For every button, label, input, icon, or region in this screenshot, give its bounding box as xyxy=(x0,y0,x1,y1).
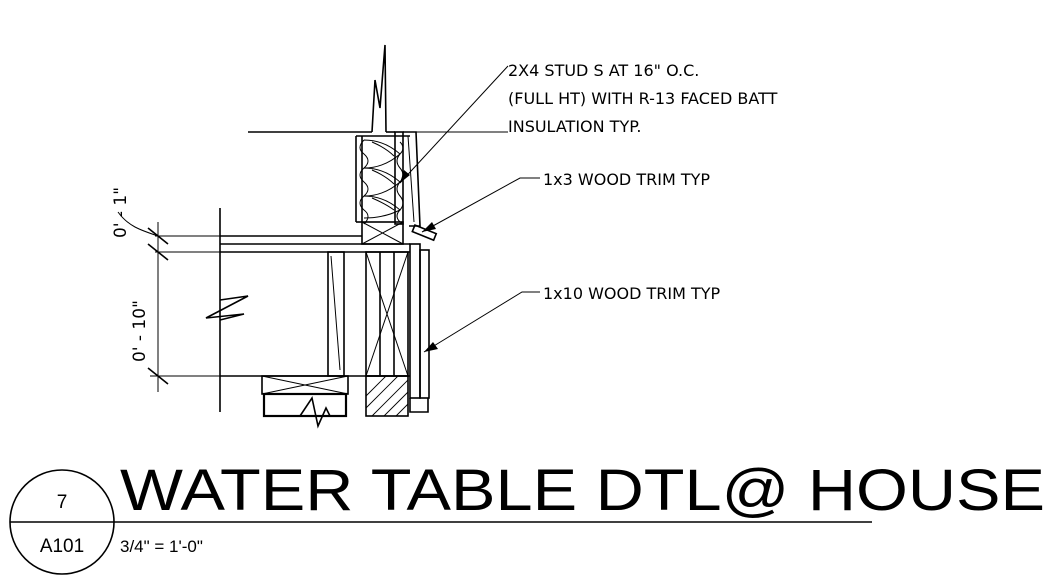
dimension-leader xyxy=(117,211,159,237)
1x3-trim-note: 1x3 WOOD TRIM TYP xyxy=(543,170,710,189)
title-block: 7 A101 WATER TABLE DTL@ HOUSE 3/4" = 1'-… xyxy=(9,458,1045,575)
stud-note-line-1: 2X4 STUD S AT 16" O.C. xyxy=(508,61,699,80)
break-line-top xyxy=(371,44,387,133)
break-line-foundation xyxy=(299,395,331,429)
upper-wall xyxy=(248,44,421,245)
detail-number: 7 xyxy=(57,492,68,513)
arrowhead xyxy=(424,342,438,352)
detail-scale: 3/4" = 1'-0" xyxy=(120,537,203,556)
foundation-wall xyxy=(262,392,348,418)
arrowhead xyxy=(422,222,436,232)
dimension-string: 0' - 1" 0' - 10" xyxy=(111,187,220,392)
foundation xyxy=(261,375,409,429)
1x10-trim-board xyxy=(409,243,421,399)
exterior-trim xyxy=(409,224,438,413)
callout-1x3: 1x3 WOOD TRIM TYP xyxy=(421,170,710,233)
1x3-leader xyxy=(421,177,540,233)
stud-leader xyxy=(399,65,509,184)
dimension-upper: 0' - 1" xyxy=(111,187,131,238)
callout-1x10: 1x10 WOOD TRIM TYP xyxy=(423,284,721,353)
1x10-leader xyxy=(423,291,540,353)
callout-stud: 2X4 STUD S AT 16" O.C. (FULL HT) WITH R-… xyxy=(399,61,778,184)
break-line-interior xyxy=(205,295,249,321)
stud-note-line-2: (FULL HT) WITH R-13 FACED BATT xyxy=(508,89,778,108)
stud-note-line-3: INSULATION TYP. xyxy=(508,117,641,136)
arrowhead xyxy=(400,170,410,183)
1x10-trim-note: 1x10 WOOD TRIM TYP xyxy=(543,284,721,303)
dimension-lower: 0' - 10" xyxy=(130,300,150,362)
sheet-number: A101 xyxy=(40,536,84,557)
detail-title: WATER TABLE DTL@ HOUSE xyxy=(120,458,1045,523)
batt-insulation xyxy=(359,139,404,225)
floor-framing xyxy=(205,208,410,412)
